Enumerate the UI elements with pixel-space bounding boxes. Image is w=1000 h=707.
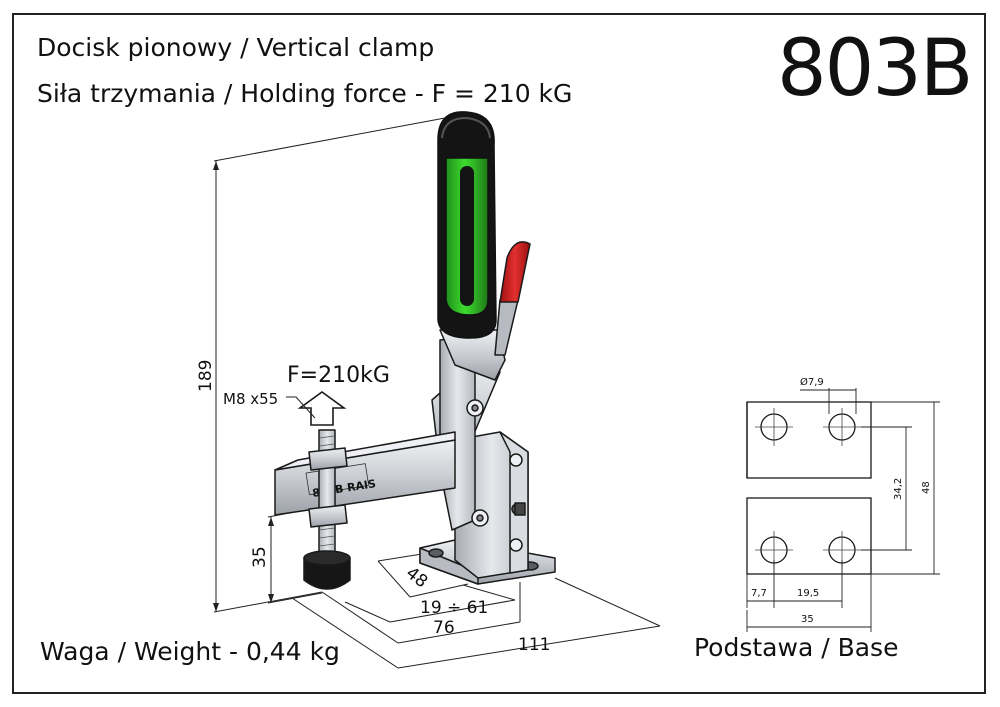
dim-hole-spacing-v: 34,2 xyxy=(893,478,904,500)
force-arrow xyxy=(297,391,347,426)
dim-111: 111 xyxy=(518,635,550,655)
title-line-1: Docisk pionowy / Vertical clamp xyxy=(37,33,435,62)
release-lever xyxy=(494,241,531,356)
force-label: F=210kG xyxy=(287,363,390,388)
dim-48: 48 xyxy=(402,563,431,592)
model-number: 803B xyxy=(777,24,973,114)
drawing-frame xyxy=(12,13,986,694)
dim-35: 35 xyxy=(250,546,270,568)
dim-hole-spacing-h: 19,5 xyxy=(797,588,819,599)
dimension-arrowheads xyxy=(213,161,274,612)
dim-base-height: 48 xyxy=(921,481,932,494)
base-caption: Podstawa / Base xyxy=(694,633,899,662)
dim-base-width: 35 xyxy=(801,614,814,625)
spindle-leader xyxy=(286,396,316,419)
dim-edge: 7,7 xyxy=(751,588,767,599)
top-nut xyxy=(308,447,348,471)
dim-hole-diameter: Ø7,9 xyxy=(800,376,824,388)
title-line-2: Siła trzymania / Holding force - F = 210… xyxy=(37,79,573,108)
bottom-nut xyxy=(308,504,348,528)
spindle-label: M8 x55 xyxy=(223,390,278,408)
dim-19-61: 19 ÷ 61 xyxy=(420,598,488,618)
weight-label: Waga / Weight - 0,44 kg xyxy=(40,637,340,666)
base-plate-drawing xyxy=(746,401,872,575)
base-centerlines xyxy=(755,408,861,569)
clamp-dimensions xyxy=(213,117,661,669)
handle-grip xyxy=(437,111,497,339)
dim-189: 189 xyxy=(196,360,216,392)
base-dimensions xyxy=(746,388,940,632)
dim-76: 76 xyxy=(433,618,455,638)
clamp-illustration: 803B RAIS xyxy=(274,329,556,590)
